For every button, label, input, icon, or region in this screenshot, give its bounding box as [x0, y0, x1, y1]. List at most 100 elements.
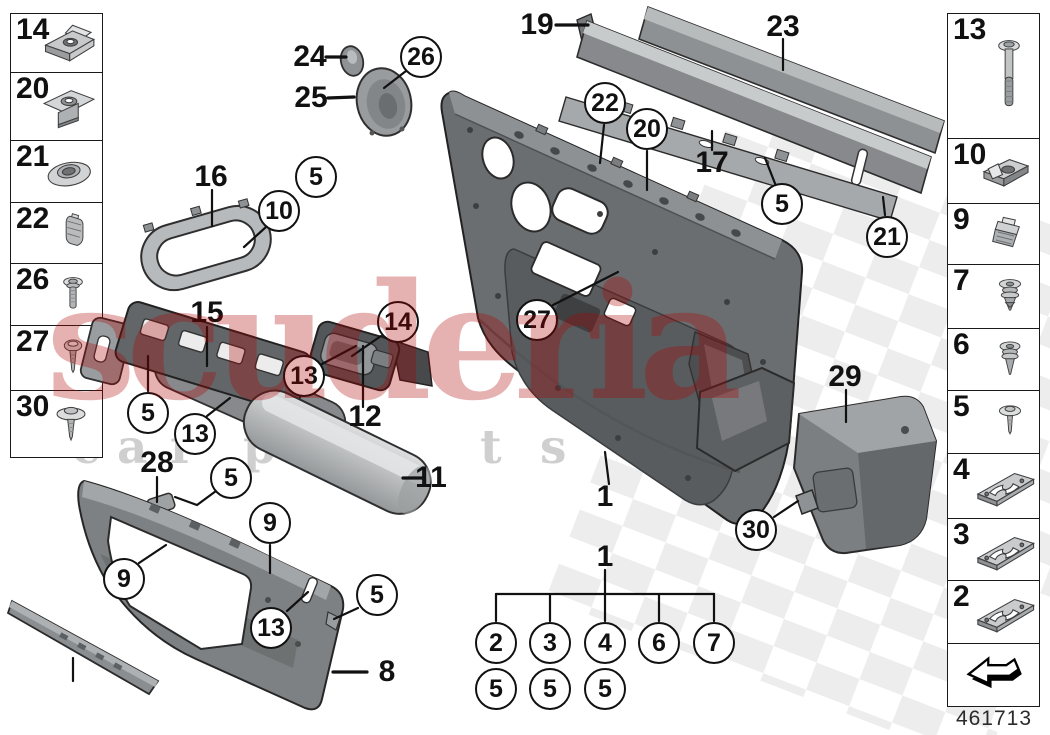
- callout-circle-2: 2: [475, 622, 517, 664]
- legend-number: 3: [953, 518, 970, 551]
- legend-cell-30: 30: [11, 391, 102, 457]
- legend-cell-7: 7: [948, 265, 1039, 329]
- legend-cell-page-arrow[interactable]: [948, 644, 1039, 706]
- legend-number: 21: [16, 140, 50, 173]
- sleeve-nut-icon: [37, 78, 101, 136]
- drawing-number: 461713: [955, 707, 1033, 730]
- callout-label-23: 23: [766, 10, 800, 43]
- callout-circle-22: 22: [584, 82, 626, 124]
- door-trim-panel: [440, 90, 804, 526]
- callout-circle-27: 27: [516, 299, 558, 341]
- legend-number: 4: [953, 453, 970, 486]
- leader-dashes: [324, 23, 590, 674]
- long-bolt-icon: [980, 20, 1038, 132]
- spring-clip-icon: [45, 207, 101, 259]
- small-washer-screw-icon: [982, 396, 1038, 448]
- callout-label-29: 29: [828, 360, 862, 393]
- grommet-icon: [982, 269, 1038, 325]
- callout-circle-5: 5: [127, 392, 169, 434]
- cable-clip-28: [146, 492, 176, 516]
- callout-circle-13: 13: [174, 413, 216, 455]
- washer-screw-icon: [45, 268, 101, 322]
- callout-circle-30: 30: [735, 509, 777, 551]
- callout-label-17: 17: [695, 146, 729, 179]
- legend-number: 2: [953, 580, 970, 613]
- callout-label-28: 28: [140, 446, 174, 479]
- legend-cell-5: 5: [948, 391, 1039, 454]
- clip-nut-icon: [37, 18, 101, 68]
- legend-number: 22: [16, 202, 50, 235]
- legend-cell-6: 6: [948, 329, 1039, 391]
- legend-number: 9: [953, 203, 970, 236]
- callout-label-11: 11: [415, 461, 447, 494]
- callout-circle-13: 13: [283, 355, 325, 397]
- legend-cell-9: 9: [948, 204, 1039, 265]
- callout-circle-9: 9: [103, 558, 145, 600]
- callout-circle-26: 26: [400, 36, 442, 78]
- legend-cell-10: 10: [948, 139, 1039, 204]
- legend-cell-3: 3: [948, 519, 1039, 581]
- bracket-icon: [972, 460, 1038, 512]
- callout-circle-5: 5: [761, 183, 803, 225]
- callout-circle-5: 5: [210, 457, 252, 499]
- callout-circle-13: 13: [250, 607, 292, 649]
- legend-cell-27: 27: [11, 326, 102, 391]
- callout-circle-7: 7: [693, 622, 735, 664]
- callout-circle-5: 5: [295, 156, 337, 198]
- legend-number: 14: [16, 13, 50, 46]
- legend-number: 20: [16, 72, 50, 105]
- callout-circle-5: 5: [584, 668, 626, 710]
- legend-cell-26: 26: [11, 264, 102, 326]
- oval-nut-icon: [37, 146, 101, 198]
- callout-circle-4: 4: [584, 622, 626, 664]
- decor-trim-bezel: [140, 198, 272, 292]
- expansion-clip-icon: [978, 208, 1038, 260]
- cage-nut-icon: [974, 144, 1038, 198]
- callout-label-15: 15: [190, 296, 224, 329]
- legend-number: 6: [953, 328, 970, 361]
- round-screw-icon: [45, 330, 101, 386]
- callout-circle-20: 20: [626, 108, 668, 150]
- watermark-letter: s: [540, 420, 567, 475]
- callout-label-1: 1: [596, 480, 614, 513]
- fastener-legend-left-column: 14 20 21 22 26 27 30: [10, 13, 103, 458]
- callout-circle-6: 6: [638, 622, 680, 664]
- page-turn-arrow-icon: [957, 648, 1031, 702]
- legend-cell-14: 14: [11, 14, 102, 73]
- callout-circle-21: 21: [866, 216, 908, 258]
- callout-circle-10: 10: [258, 190, 300, 232]
- legend-cell-13: 13: [948, 14, 1039, 139]
- legend-cell-2: 2: [948, 581, 1039, 644]
- callout-circle-5: 5: [475, 668, 517, 710]
- legend-number: 26: [16, 263, 50, 296]
- legend-cell-20: 20: [11, 73, 102, 141]
- callout-label-1: 1: [596, 540, 614, 573]
- bracket-icon: [972, 586, 1038, 638]
- legend-cell-21: 21: [11, 141, 102, 203]
- legend-number: 30: [16, 390, 50, 423]
- legend-cell-4: 4: [948, 454, 1039, 519]
- legend-number: 27: [16, 325, 50, 358]
- leader-lines: [71, 37, 887, 683]
- callout-circle-5: 5: [356, 574, 398, 616]
- watermark-letter: t: [480, 420, 502, 475]
- callout-label-19: 19: [520, 8, 554, 41]
- window-trim-rail-19: [576, 13, 932, 195]
- callout-circle-5: 5: [529, 668, 571, 710]
- callout-circle-3: 3: [529, 622, 571, 664]
- callout-label-25: 25: [294, 81, 328, 114]
- callout-circle-14: 14: [377, 301, 419, 343]
- legend-number: 7: [953, 264, 970, 297]
- sill-strip: [6, 599, 160, 696]
- bracket-icon: [972, 524, 1038, 576]
- callout-label-16: 16: [194, 160, 228, 193]
- legend-number: 5: [953, 390, 970, 423]
- callout-label-8: 8: [378, 655, 396, 688]
- flat-washer-screw-icon: [41, 396, 101, 452]
- callout-label-12: 12: [348, 400, 382, 433]
- callout-circle-9: 9: [249, 502, 291, 544]
- callout-label-24: 24: [293, 40, 327, 73]
